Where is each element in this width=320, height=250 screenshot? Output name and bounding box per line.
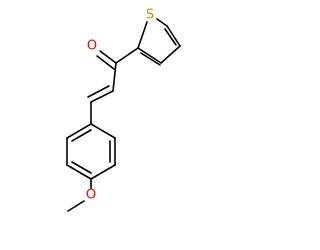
bond-b4-b5 (66, 164, 92, 180)
thiophene-ring (137, 18, 181, 66)
carbonyl-oxygen-label: O (87, 39, 97, 54)
bond-c2-c3 (137, 47, 162, 64)
enone-chain (87, 62, 117, 125)
bond-b4-b5-double (71, 161, 92, 174)
bond-b6-b1 (66, 123, 92, 139)
bond-c3-c4 (160, 45, 181, 64)
bond-carbonyl-alpha (112, 62, 117, 92)
bond-c4-c5-double (164, 28, 177, 46)
bond-c5-s (156, 18, 168, 27)
bond-o-methyl (67, 200, 85, 212)
bond-alpha-beta-double (87, 85, 110, 98)
ether-oxygen-label: O (86, 188, 96, 203)
bond-c4-c5 (166, 25, 181, 47)
benzene-ring (66, 123, 116, 180)
bond-b6-b1-double (71, 129, 92, 142)
bond-carbonyl-o-double (96, 55, 115, 70)
bond-s-c2 (137, 21, 148, 49)
bond-alpha-beta (90, 90, 114, 103)
molecule-structure: O S O (66, 8, 181, 212)
bond-b3-b4 (90, 164, 116, 180)
bond-c2-c3-double (140, 52, 161, 66)
thiophene-sulfur-label: S (146, 8, 154, 23)
bond-carbonyl-thiophene (115, 47, 139, 64)
bond-carbonyl-o (99, 50, 117, 64)
carbonyl-group (96, 47, 139, 70)
bond-b1-b2 (90, 123, 116, 139)
methoxy-group (67, 178, 92, 212)
